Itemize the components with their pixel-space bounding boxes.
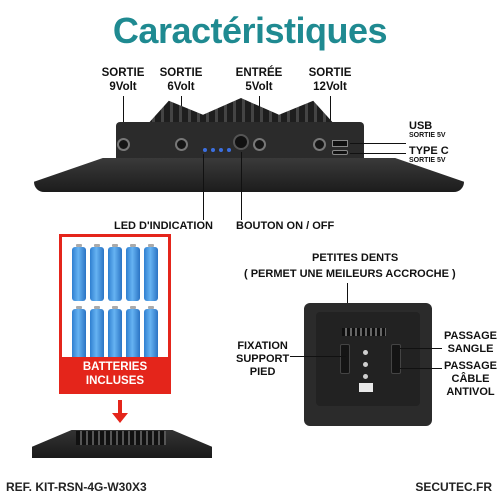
screw-dot	[363, 374, 368, 379]
type-c-label: TYPE C SORTIE 5V	[409, 145, 449, 164]
leader-line	[400, 368, 442, 369]
rear-sticker	[359, 383, 373, 392]
leader-line	[123, 96, 124, 130]
battery-cell	[144, 244, 158, 301]
device-side-teeth	[76, 431, 166, 445]
leader-line	[290, 356, 346, 357]
page-title: Caractéristiques	[112, 10, 388, 51]
port-12v-icon	[313, 138, 326, 151]
brand-label: SECUTEC.FR	[415, 480, 492, 494]
port-9v-icon	[117, 138, 130, 151]
battery-cell	[90, 306, 104, 363]
usb-label: USB SORTIE 5V	[409, 120, 446, 139]
leader-line	[330, 96, 331, 130]
led-indication-label: LED D'INDICATION	[114, 220, 213, 232]
strap-passage-label: PASSAGE SANGLE	[444, 330, 497, 355]
power-button-icon	[233, 134, 249, 150]
leader-line	[350, 153, 406, 154]
battery-cell	[126, 244, 140, 301]
battery-cell	[144, 306, 158, 363]
led-icon	[203, 148, 207, 152]
rear-teeth	[342, 328, 386, 336]
battery-cell	[126, 306, 140, 363]
fixation-support-label: FIXATION SUPPORT PIED	[236, 340, 290, 378]
leader-line	[400, 348, 442, 349]
led-icon	[211, 148, 215, 152]
device-base	[34, 158, 464, 192]
product-reference: REF. KIT-RSN-4G-W30X3	[6, 480, 147, 494]
battery-cell	[72, 306, 86, 363]
arrow-down-icon	[112, 413, 128, 423]
leader-line	[241, 152, 242, 220]
batteries-panel: BATTERIES INCLUSES	[59, 234, 171, 394]
battery-cell	[72, 244, 86, 301]
batteries-included-label: BATTERIES INCLUSES	[62, 357, 168, 391]
led-icon	[227, 148, 231, 152]
power-button-label: BOUTON ON / OFF	[236, 220, 335, 232]
teeth-title-label: PETITES DENTS	[312, 252, 399, 264]
strap-slot	[391, 344, 401, 374]
screw-dot	[363, 362, 368, 367]
led-icon	[219, 148, 223, 152]
usb-port-icon	[332, 140, 348, 147]
port-input-5v-icon	[253, 138, 266, 151]
battery-cell	[108, 306, 122, 363]
type-c-port-icon	[332, 150, 348, 155]
antitheft-passage-label: PASSAGE CÂBLE ANTIVOL	[444, 360, 497, 398]
screw-dot	[363, 350, 368, 355]
battery-cell	[90, 244, 104, 301]
arrow-down-icon	[118, 400, 122, 414]
teeth-subtitle-label: ( PERMET UNE MEILEURS ACCROCHE )	[244, 268, 456, 280]
leader-line	[350, 143, 406, 144]
leader-line	[203, 154, 204, 220]
batteries-image	[68, 243, 162, 363]
fixation-slot	[340, 344, 350, 374]
port-6v-icon	[175, 138, 188, 151]
battery-cell	[108, 244, 122, 301]
